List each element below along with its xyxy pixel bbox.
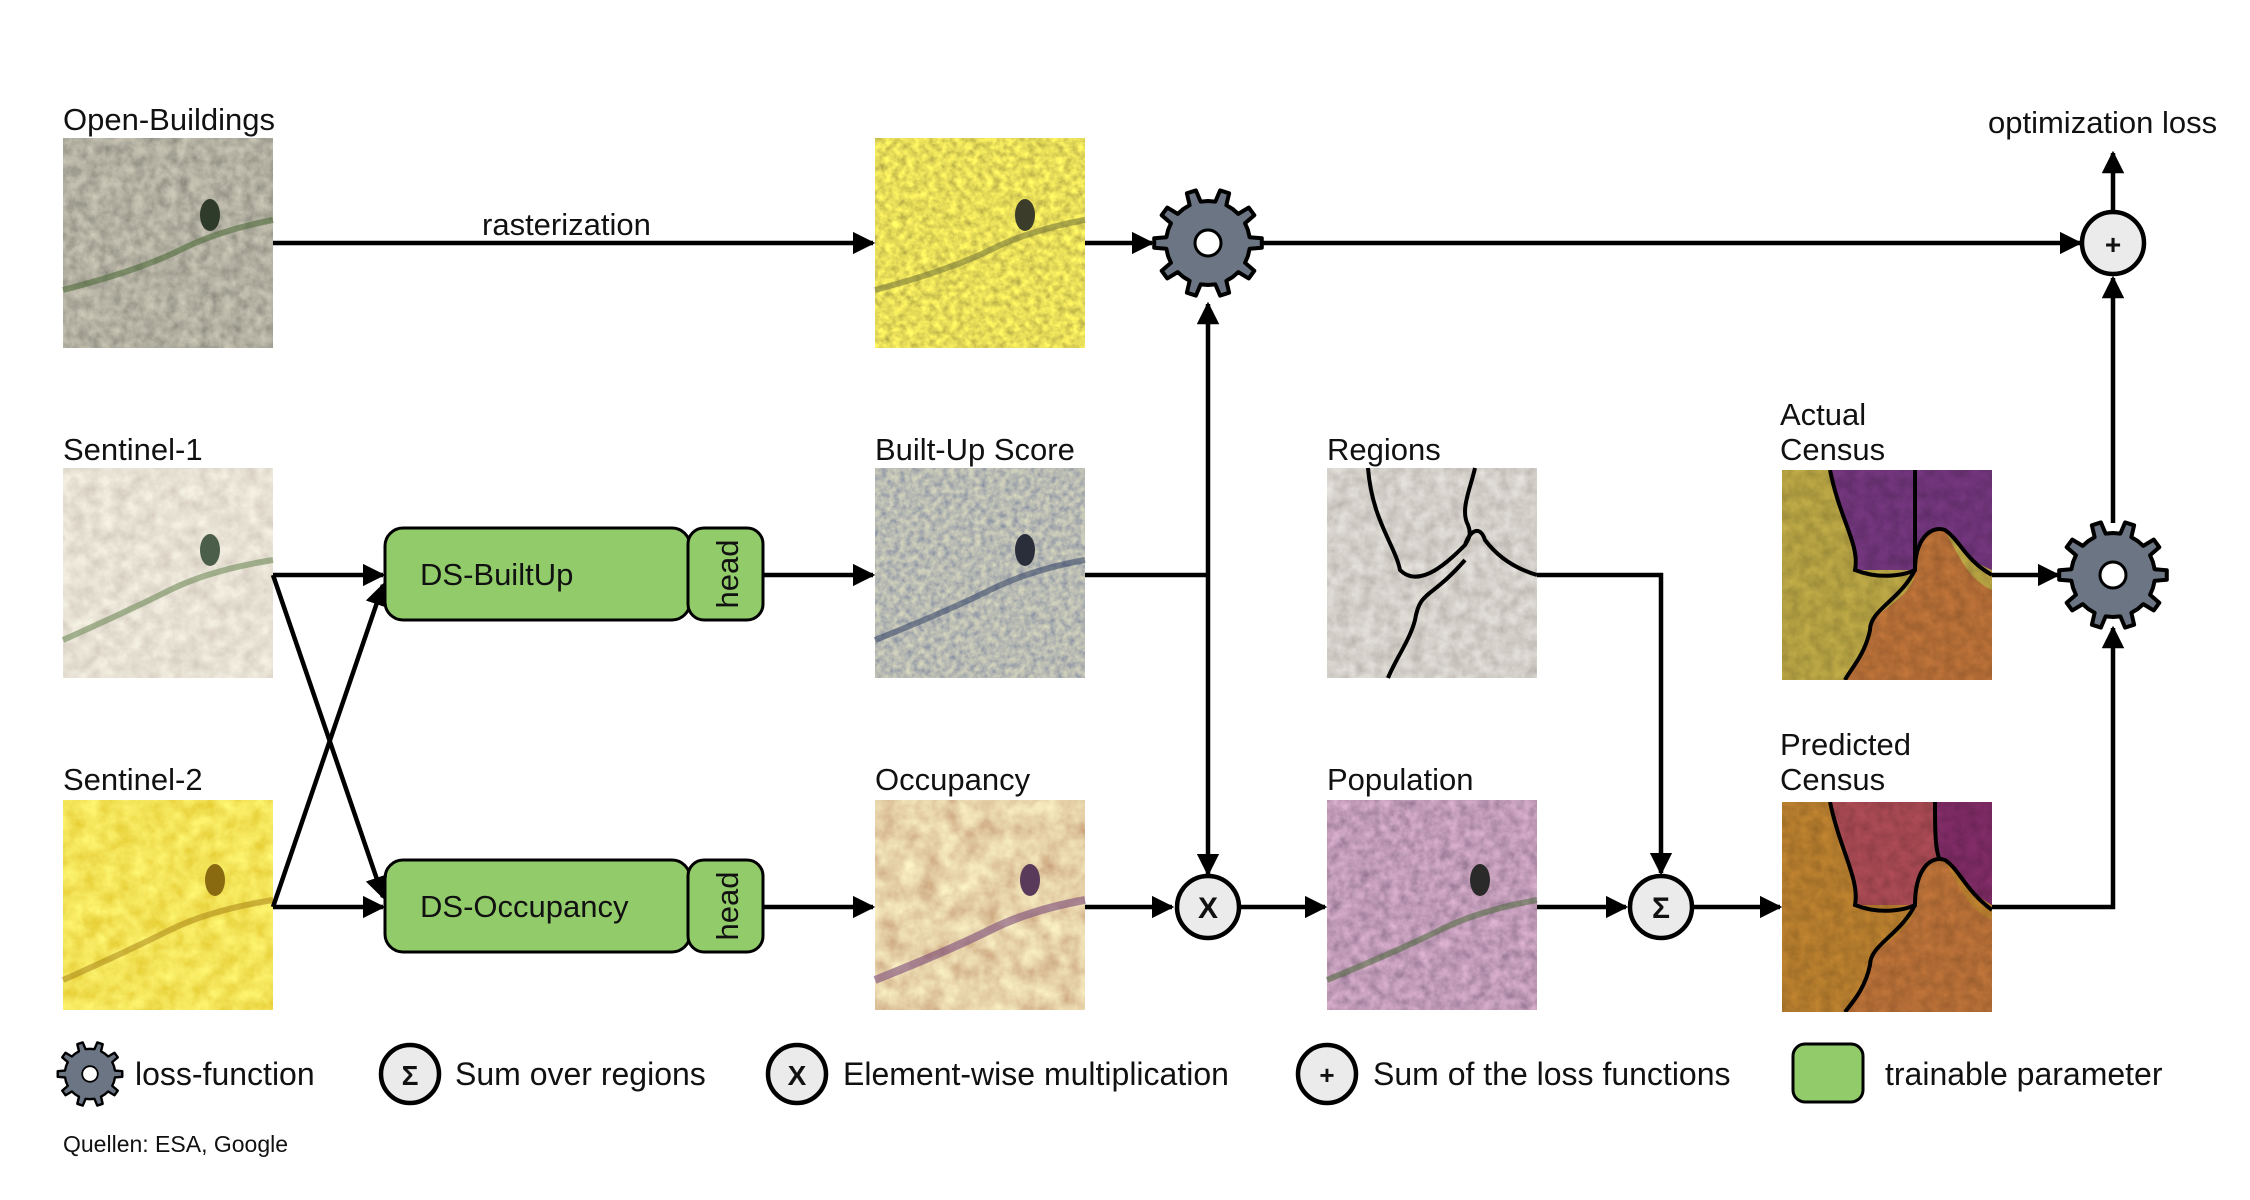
occupancy-image [873, 800, 1086, 1010]
svg-text:X: X [788, 1060, 807, 1091]
legend-elementwise: Element-wise multiplication [843, 1056, 1229, 1092]
open-buildings-image [62, 138, 274, 348]
legend-trainable-swatch [1791, 1042, 1865, 1104]
source-credit: Quellen: ESA, Google [63, 1131, 288, 1157]
predicted-census-label-line2: Census [1780, 762, 1885, 797]
svg-text:+: + [1319, 1060, 1334, 1090]
regions-to-sum-arrow [1537, 572, 1673, 876]
ds-builtup-head-label: head [710, 540, 745, 609]
sum-losses-operator: + [2079, 209, 2147, 277]
population-image [1325, 800, 1538, 1010]
sum-regions-operator: Σ [1627, 873, 1695, 941]
occupancy-label: Occupancy [875, 762, 1031, 797]
ds-builtup-head: head [686, 526, 765, 622]
sentinel2-image [61, 800, 274, 1010]
multiply-operator: X [1174, 873, 1242, 941]
gear-hole [1193, 228, 1223, 258]
legend-loss-function-icon [56, 1041, 124, 1107]
sigma-symbol: Σ [1652, 892, 1670, 925]
sentinel2-label: Sentinel-2 [63, 762, 203, 797]
actual-census-label-line1: Actual [1780, 397, 1866, 432]
population-label: Population [1327, 762, 1474, 797]
multiply-symbol: X [1198, 892, 1218, 925]
loss-gear-right-icon [2057, 520, 2169, 630]
open-buildings-label: Open-Buildings [63, 102, 275, 137]
predicted-census-label-line1: Predicted [1780, 727, 1911, 762]
optimization-loss-label: optimization loss [1988, 105, 2217, 140]
loss-gear-top-icon [1152, 188, 1264, 298]
actual-census-image [1782, 470, 1992, 680]
legend-sum-losses: Sum of the loss functions [1373, 1056, 1731, 1092]
ds-builtup-module: DS-BuiltUp [383, 526, 692, 622]
sentinel1-label: Sentinel-1 [63, 432, 203, 467]
rasterized-buildings-image [874, 138, 1086, 348]
sentinel1-image [61, 468, 274, 678]
rasterization-label: rasterization [482, 207, 651, 242]
ds-occupancy-head: head [686, 858, 765, 954]
predicted-census-image [1782, 802, 1992, 1012]
ds-occupancy-module: DS-Occupancy [383, 858, 692, 954]
built-up-score-label: Built-Up Score [875, 432, 1075, 467]
svg-text:Σ: Σ [402, 1060, 419, 1091]
built-up-score-image [873, 468, 1086, 678]
ds-builtup-label: DS-BuiltUp [420, 557, 573, 592]
gear-hole [81, 1065, 99, 1083]
legend-multiply-icon: X [765, 1042, 829, 1106]
ds-occupancy-head-label: head [710, 872, 745, 941]
predicted-census-to-loss-arrow [1992, 625, 2125, 910]
s1-to-occupancy-arrow [270, 574, 388, 900]
ds-occupancy-label: DS-Occupancy [420, 889, 629, 924]
legend-loss-function: loss-function [135, 1056, 315, 1092]
plus-symbol: + [2105, 229, 2121, 260]
regions-label: Regions [1327, 432, 1441, 467]
legend-plus-icon: + [1295, 1042, 1359, 1106]
actual-census-label-line2: Census [1780, 432, 1885, 467]
legend-trainable: trainable parameter [1885, 1056, 2163, 1092]
edges [270, 150, 2125, 919]
s2-to-builtup-arrow [270, 582, 388, 908]
legend-sum-regions: Sum over regions [455, 1056, 706, 1092]
legend-sum-regions-icon: Σ [378, 1042, 442, 1106]
regions-image [1327, 467, 1538, 679]
gear-hole [2098, 560, 2128, 590]
